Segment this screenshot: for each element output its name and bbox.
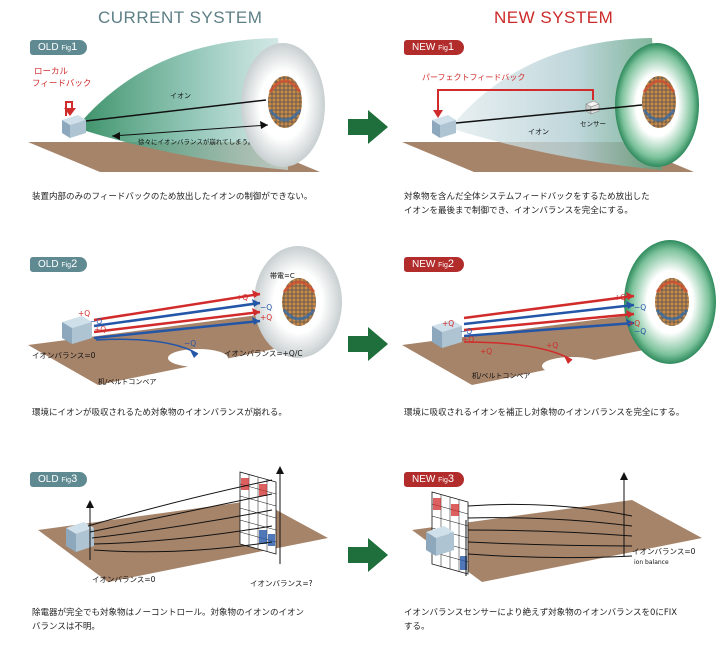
new-fig2-caption: 環境に吸収されるイオンを補正し対象物のイオンバランスを完全にする。: [404, 408, 685, 418]
ion-stream-lines: [463, 292, 635, 364]
conveyor-label: 机/ベルトコンベア: [472, 371, 530, 380]
ion-balance-en-label: ion balance: [634, 559, 669, 566]
old-fig3-badge: OLD Fig3: [30, 472, 88, 487]
svg-text:+Q: +Q: [442, 319, 454, 328]
conveyor-label: 机/ベルトコンベア: [98, 377, 156, 386]
new-fig2-badge: NEW Fig2: [404, 257, 464, 272]
svg-text:−Q: −Q: [184, 339, 196, 348]
ion-cloud: [450, 38, 662, 170]
balance-zero-label: イオンバランス=0: [632, 547, 696, 556]
svg-text:ローカル: ローカル: [34, 67, 69, 77]
floor-surface: [402, 315, 702, 385]
ionizer-box-icon: [432, 320, 462, 348]
transition-arrow-row3: [348, 538, 388, 572]
balance-qc-label: イオンバランス=+Q/C: [224, 349, 303, 358]
old-fig2-caption: 環境にイオンが吸収されるため対象物のイオンバランスが崩れる。: [32, 408, 287, 418]
old-fig1-caption: 装置内部のみのフィードバックのため放出したイオンの制御ができない。: [32, 192, 313, 202]
svg-text:+Q: +Q: [546, 341, 558, 350]
svg-text:+Q: +Q: [462, 335, 474, 344]
perfect-feedback-arrow: [437, 89, 594, 112]
svg-text:−Q: −Q: [460, 327, 472, 336]
ion-stream-lines: [93, 290, 261, 358]
ion-label: イオン: [528, 128, 549, 136]
ionizer-box-icon: [62, 115, 86, 138]
floor-surface: [28, 315, 328, 385]
ion-field-curves: [87, 479, 273, 553]
old-fig3-caption: 除電器が完全でも対象物はノーコントロール。対象物のイオンのイオン バランスは不明…: [32, 608, 305, 632]
svg-text:+Q: +Q: [94, 325, 106, 334]
svg-text:+Q: +Q: [78, 309, 90, 318]
svg-text:−Q: −Q: [634, 327, 646, 336]
svg-text:+Q: +Q: [614, 293, 626, 302]
charge-label: 帯電=C: [270, 271, 295, 280]
new-fig1-badge: NEW Fig1: [404, 40, 464, 55]
transition-arrow-row1: [348, 110, 388, 144]
ion-cloud: [76, 38, 288, 170]
svg-text:フィードバック: フィードバック: [32, 79, 91, 89]
balance-unknown-label: イオンバランス=?: [250, 579, 313, 588]
ground-absorb-spot: [542, 357, 602, 375]
old-fig2-badge: OLD Fig2: [30, 257, 88, 272]
ionizer-box-icon: [426, 526, 454, 556]
old-fig2-diagram: 帯電=C +Q −Q +Q +Q −Q +Q −Q イオンバランス=0 イオンバ…: [28, 246, 342, 386]
old-fig1-diagram: ローカル フィードバック イオン 徐々にイオンバランスが崩れてしまう。: [28, 38, 325, 172]
current-system-title: CURRENT SYSTEM: [98, 8, 263, 27]
svg-text:−Q: −Q: [260, 303, 272, 312]
new-fig3-caption: イオンバランスセンサーにより絶えず対象物のイオンバランスを0にFIX する。: [404, 608, 678, 632]
new-fig3-diagram: イオンバランス=0 ion balance: [412, 472, 702, 582]
wafer-icon: [282, 278, 316, 326]
svg-text:+Q: +Q: [480, 347, 492, 356]
sensor-label: センサー: [580, 120, 606, 128]
old-fig3-diagram: イオンバランス=0 イオンバランス=?: [38, 466, 328, 588]
imbalance-label: 徐々にイオンバランスが崩れてしまう。: [138, 137, 254, 146]
ground-absorb-spot: [168, 349, 228, 367]
balance-zero-label: イオンバランス=0: [32, 351, 96, 360]
svg-text:+Q: +Q: [628, 319, 640, 328]
wafer-icon: [642, 76, 676, 128]
svg-text:+Q: +Q: [236, 293, 248, 302]
floor-surface: [412, 500, 702, 582]
transition-arrow-row2: [348, 327, 388, 361]
new-fig2-diagram: +Q −Q +Q −Q +Q −Q +Q +Q +Q 机/ベルトコンベア: [402, 240, 716, 385]
svg-text:+Q: +Q: [260, 313, 272, 322]
perfect-feedback-label: パーフェクトフィードバック: [422, 73, 525, 82]
svg-text:−Q: −Q: [90, 317, 102, 326]
wafer-icon: [268, 76, 302, 128]
ion-path-line: [85, 99, 267, 122]
new-fig1-caption: 対象物を含んだ全体システムフィードバックをするため放出した イオンを最後まで制御…: [404, 192, 650, 216]
ion-label: イオン: [170, 92, 191, 100]
new-fig1-diagram: パーフェクトフィードバック センサー イオン: [402, 38, 699, 172]
new-fig3-badge: NEW Fig3: [404, 472, 464, 487]
ionizer-box-icon: [62, 316, 92, 344]
wafer-icon: [655, 278, 689, 326]
old-fig1-badge: OLD Fig1: [30, 40, 88, 55]
imbalance-arrow: [111, 124, 269, 137]
ion-path-line: [455, 104, 643, 124]
ion-field-curves: [467, 503, 633, 559]
new-system-title: NEW SYSTEM: [494, 8, 614, 27]
svg-text:−Q: −Q: [634, 303, 646, 312]
balance-zero-label: イオンバランス=0: [92, 575, 156, 584]
ionizer-box-icon: [432, 115, 456, 138]
